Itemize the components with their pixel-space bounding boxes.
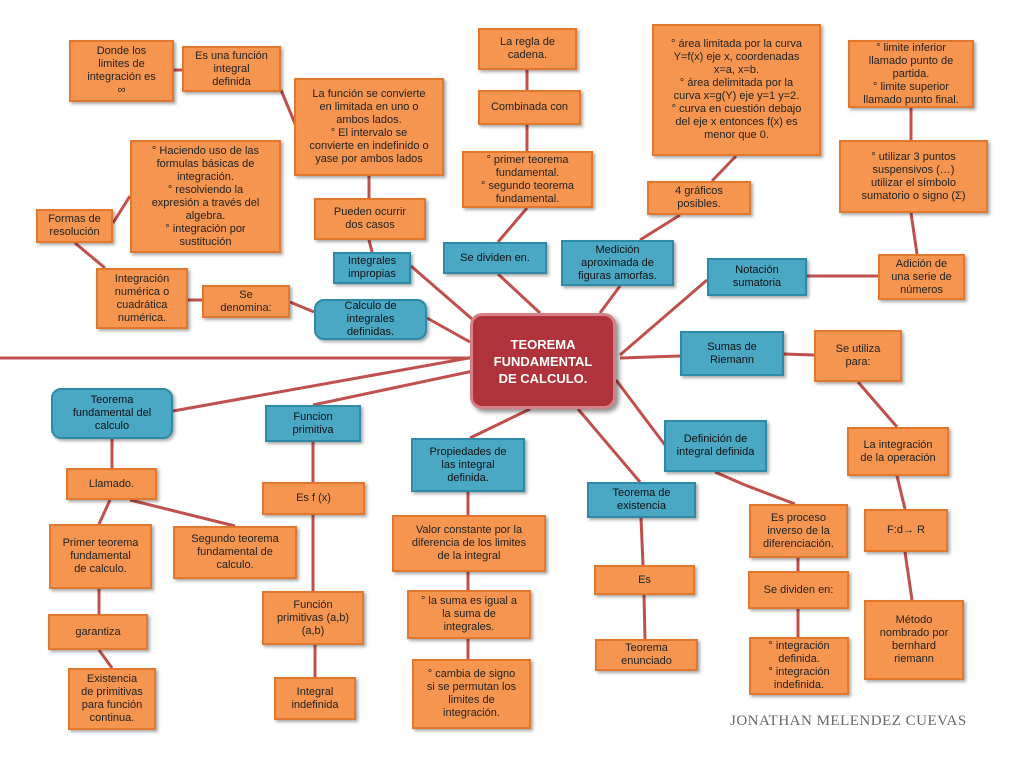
node-integral-indefinida: Integral indefinida — [274, 677, 356, 720]
node-combinada-con: Combinada con — [478, 90, 581, 125]
connector-line — [895, 475, 907, 510]
node-donde-limites: Donde los limites de integración es ∞ — [69, 40, 174, 102]
node-integracion-numerica: Integración numérica o cuadrática numéri… — [96, 268, 188, 329]
node-formas-resolucion: Formas de resolución — [36, 209, 113, 243]
node-valor-constante: Valor constante por la diferencia de los… — [392, 515, 546, 572]
central-topic: TEOREMA FUNDAMENTAL DE CALCULO. — [470, 313, 616, 409]
connector-line — [642, 594, 647, 640]
node-integrales-impropias: Integrales impropias — [333, 252, 411, 284]
connector-line — [714, 470, 746, 487]
connector-line — [97, 649, 114, 669]
node-integracion-definida-indefinida: ° integración definida. ° integración in… — [749, 637, 849, 695]
node-definicion-integral: Definición de integral definida — [664, 420, 767, 472]
author-signature: JONATHAN MELENDEZ CUEVAS — [730, 713, 967, 729]
connector-line — [909, 212, 919, 255]
connector-line — [903, 551, 914, 601]
connector-line — [496, 272, 542, 315]
node-suma-igual: ° la suma es igual a la suma de integral… — [407, 590, 531, 639]
node-propiedades: Propiedades de las integral definida. — [411, 438, 525, 492]
node-se-utiliza-para: Se utiliza para: — [814, 330, 902, 382]
connector-line — [426, 316, 471, 344]
connector-line — [598, 285, 622, 314]
node-llamado: Llamado. — [66, 468, 157, 500]
node-es: Es — [594, 565, 695, 595]
node-notacion-sumatoria: Notación sumatoria — [707, 258, 807, 296]
node-se-dividen-en: Se dividen en. — [443, 242, 547, 274]
connector-line — [129, 498, 236, 528]
connector-line — [74, 241, 106, 270]
connector-line — [856, 381, 899, 428]
connector-line — [614, 379, 667, 446]
node-primer-teorema: Primer teorema fundamental de calculo. — [49, 524, 152, 589]
node-funcion-se-convierte: La función se convierte en limitada en u… — [294, 78, 444, 176]
connector-line — [619, 354, 681, 360]
node-regla-cadena: La regla de cadena. — [478, 28, 577, 70]
node-adicion-serie: Adición de una serie de números — [878, 254, 965, 300]
node-pueden-ocurrir: Pueden ocurrir dos casos — [314, 198, 426, 240]
node-se-dividen-en-2: Se dividen en: — [748, 571, 849, 609]
node-funcion-integral-definida: Es una función integral definida — [182, 46, 281, 92]
connector-line — [172, 354, 481, 413]
connector-line — [111, 195, 132, 224]
node-es-f-x: Es f (x) — [262, 482, 365, 515]
node-teorema-existencia: Teorema de existencia — [587, 482, 696, 518]
node-haciendo-uso: ° Haciendo uso de las formulas básicas d… — [130, 140, 281, 253]
node-fd-r: F:d→ R — [864, 509, 948, 552]
connector-line — [312, 368, 479, 407]
node-utilizar-3-puntos: ° utilizar 3 puntos suspensivos (…) util… — [839, 140, 988, 213]
node-teorema-fundamental-calculo: Teorema fundamental del calculo — [51, 388, 173, 439]
connector-line — [619, 278, 708, 357]
connector-line — [469, 407, 531, 440]
node-funcion-primitivas-ab: Función primitivas (a,b) (a,b) — [262, 591, 364, 645]
node-cuatro-graficos: 4 gráficos posibles. — [647, 181, 751, 215]
node-metodo-riemann: Método nombrado por bernhard riemann — [864, 600, 964, 680]
node-primer-segundo-teorema: ° primer teorema fundamental. ° segundo … — [462, 151, 593, 208]
node-sumas-riemann: Sumas de Riemann — [680, 331, 784, 376]
connector-line — [783, 352, 815, 357]
connector-line — [97, 499, 112, 525]
connector-line — [367, 239, 374, 253]
connector-line — [639, 517, 645, 566]
node-existencia-primitivas: Existencia de primitivas para función co… — [68, 668, 156, 730]
node-funcion-primitiva: Funcion primitiva — [265, 405, 361, 442]
node-proceso-inverso: Es proceso inverso de la diferenciación. — [749, 504, 848, 558]
connector-line — [639, 213, 681, 242]
node-teorema-enunciado: Teorema enunciado — [595, 639, 698, 671]
connector-line — [279, 89, 298, 127]
node-medicion-aproximada: Medición aproximada de figuras amorfas. — [561, 240, 674, 286]
node-integracion-operacion: La integración de la operación — [847, 427, 949, 476]
connector-line — [710, 154, 738, 183]
connector-line — [744, 483, 796, 506]
node-garantiza: garantiza — [48, 614, 148, 650]
connector-line — [576, 408, 642, 483]
node-se-denomina: Se denomina: — [202, 285, 290, 318]
node-area-limitada: ° área limitada por la curva Y=f(x) eje … — [652, 24, 821, 156]
connector-line — [496, 207, 529, 243]
node-cambia-signo: ° cambia de signo si se permutan los lim… — [412, 659, 531, 729]
node-segundo-teorema: Segundo teorema fundamental de calculo. — [173, 526, 297, 579]
node-limite-inferior: ° limite inferior llamado punto de parti… — [848, 40, 974, 108]
connector-line — [289, 300, 315, 314]
node-calculo-integrales-definidas: Calculo de integrales definidas. — [314, 299, 427, 340]
